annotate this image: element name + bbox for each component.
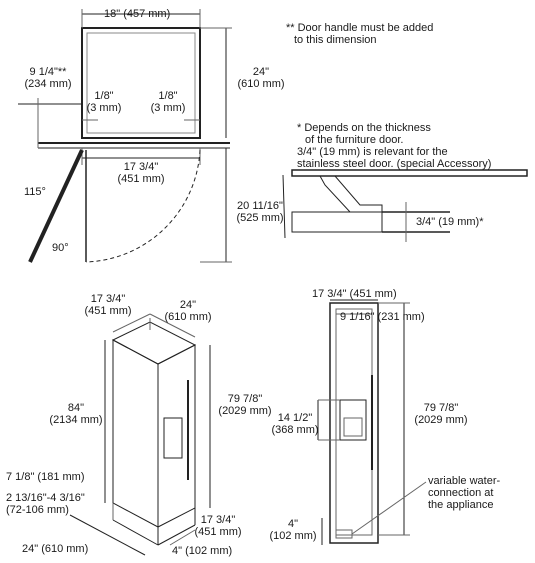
bottom-height-label: 4" (102 mm) bbox=[172, 545, 233, 557]
depends-note-line-3: 3/4" (19 mm) is relevant for the bbox=[297, 146, 448, 158]
iso-depth-top-in: 17 3/4" bbox=[90, 293, 126, 305]
iso-height-mm: (2134 mm) bbox=[49, 414, 103, 426]
front-view bbox=[317, 299, 427, 545]
iso-height2-label: 79 7/8" (2029 mm) bbox=[212, 393, 278, 417]
gap-right-mm: (3 mm) bbox=[150, 102, 186, 114]
door-offset-label: 9 1/4"** (234 mm) bbox=[18, 66, 78, 90]
front-height-in: 79 7/8" bbox=[423, 402, 459, 414]
dispenser-offset-label: 9 1/16" (231 mm) bbox=[340, 311, 425, 323]
iso-width-top-mm: (610 mm) bbox=[164, 311, 212, 323]
door-handle-note-line-2: to this dimension bbox=[294, 34, 377, 46]
swing-mm: (525 mm) bbox=[236, 212, 284, 224]
top-depth-mm: (610 mm) bbox=[237, 78, 285, 90]
gap-left-label: 1/8" (3 mm) bbox=[82, 90, 126, 114]
dispenser-height-in: 14 1/2" bbox=[277, 412, 313, 424]
top-width-label: 18" (457 mm) bbox=[104, 8, 171, 20]
top-depth-label: 24" (610 mm) bbox=[236, 66, 286, 90]
plinth-depth-label: 7 1/8" (181 mm) bbox=[6, 471, 85, 483]
door-thickness-label: 3/4" (19 mm)* bbox=[416, 216, 484, 228]
depends-note: * Depends on the thickness of the furnit… bbox=[297, 122, 491, 170]
plinth-height-label: 2 13/16"-4 3/16" (72-106 mm) bbox=[6, 492, 85, 516]
door-width-mm: (451 mm) bbox=[117, 173, 165, 185]
water-connection-label: variable water- connection at the applia… bbox=[428, 475, 500, 511]
front-width-label: 17 3/4" (451 mm) bbox=[312, 288, 397, 300]
front-bottom-in: 4" bbox=[287, 518, 299, 530]
plinth-height-in: 2 13/16"-4 3/16" bbox=[6, 492, 85, 504]
gap-left-in: 1/8" bbox=[94, 90, 114, 102]
swing-in: 20 11/16" bbox=[237, 200, 283, 212]
swing-label: 20 11/16" (525 mm) bbox=[230, 200, 290, 224]
isometric-view bbox=[69, 313, 211, 556]
water-connection-line-3: the appliance bbox=[428, 499, 494, 511]
iso-height-in: 84" bbox=[67, 402, 85, 414]
depends-note-line-2: of the furniture door. bbox=[305, 134, 404, 146]
door-width-label: 17 3/4" (451 mm) bbox=[108, 161, 174, 185]
door-width-in: 17 3/4" bbox=[123, 161, 159, 173]
dispenser-height-mm: (368 mm) bbox=[271, 424, 319, 436]
water-connection-line-1: variable water- bbox=[428, 475, 501, 487]
bottom-depth-mm: (451 mm) bbox=[194, 526, 242, 538]
iso-width-top-label: 24" (610 mm) bbox=[158, 299, 218, 323]
iso-height2-mm: (2029 mm) bbox=[218, 405, 272, 417]
door-offset-mm: (234 mm) bbox=[24, 78, 72, 90]
top-view-plan bbox=[18, 9, 232, 263]
dispenser-height-label: 14 1/2" (368 mm) bbox=[270, 412, 320, 436]
bottom-depth-label: 17 3/4" (451 mm) bbox=[190, 514, 246, 538]
front-height-label: 79 7/8" (2029 mm) bbox=[408, 402, 474, 426]
water-connection-line-2: connection at bbox=[428, 487, 494, 499]
top-depth-in: 24" bbox=[252, 66, 270, 78]
door-handle-note: ** Door handle must be added to this dim… bbox=[286, 22, 433, 46]
iso-depth-top-label: 17 3/4" (451 mm) bbox=[78, 293, 138, 317]
front-bottom-label: 4" (102 mm) bbox=[268, 518, 318, 542]
angle-115-label: 115° bbox=[24, 186, 46, 198]
door-detail bbox=[282, 169, 528, 242]
front-bottom-mm: (102 mm) bbox=[269, 530, 317, 542]
iso-width-top-in: 24" bbox=[179, 299, 197, 311]
gap-right-label: 1/8" (3 mm) bbox=[146, 90, 190, 114]
bottom-depth-in: 17 3/4" bbox=[200, 514, 236, 526]
gap-left-mm: (3 mm) bbox=[86, 102, 122, 114]
iso-height2-in: 79 7/8" bbox=[227, 393, 263, 405]
front-height-mm: (2029 mm) bbox=[414, 414, 468, 426]
depends-note-line-1: * Depends on the thickness bbox=[297, 122, 431, 134]
bottom-width-label: 24" (610 mm) bbox=[22, 543, 89, 555]
angle-90-label: 90° bbox=[52, 242, 69, 254]
gap-right-in: 1/8" bbox=[158, 90, 178, 102]
iso-depth-top-mm: (451 mm) bbox=[84, 305, 132, 317]
door-handle-note-line-1: ** Door handle must be added bbox=[286, 22, 434, 34]
iso-height-label: 84" (2134 mm) bbox=[44, 402, 108, 426]
door-offset-in: 9 1/4"** bbox=[29, 66, 67, 78]
depends-note-line-4: stainless steel door. (special Accessory… bbox=[297, 158, 492, 170]
plinth-height-mm: (72-106 mm) bbox=[6, 504, 69, 516]
